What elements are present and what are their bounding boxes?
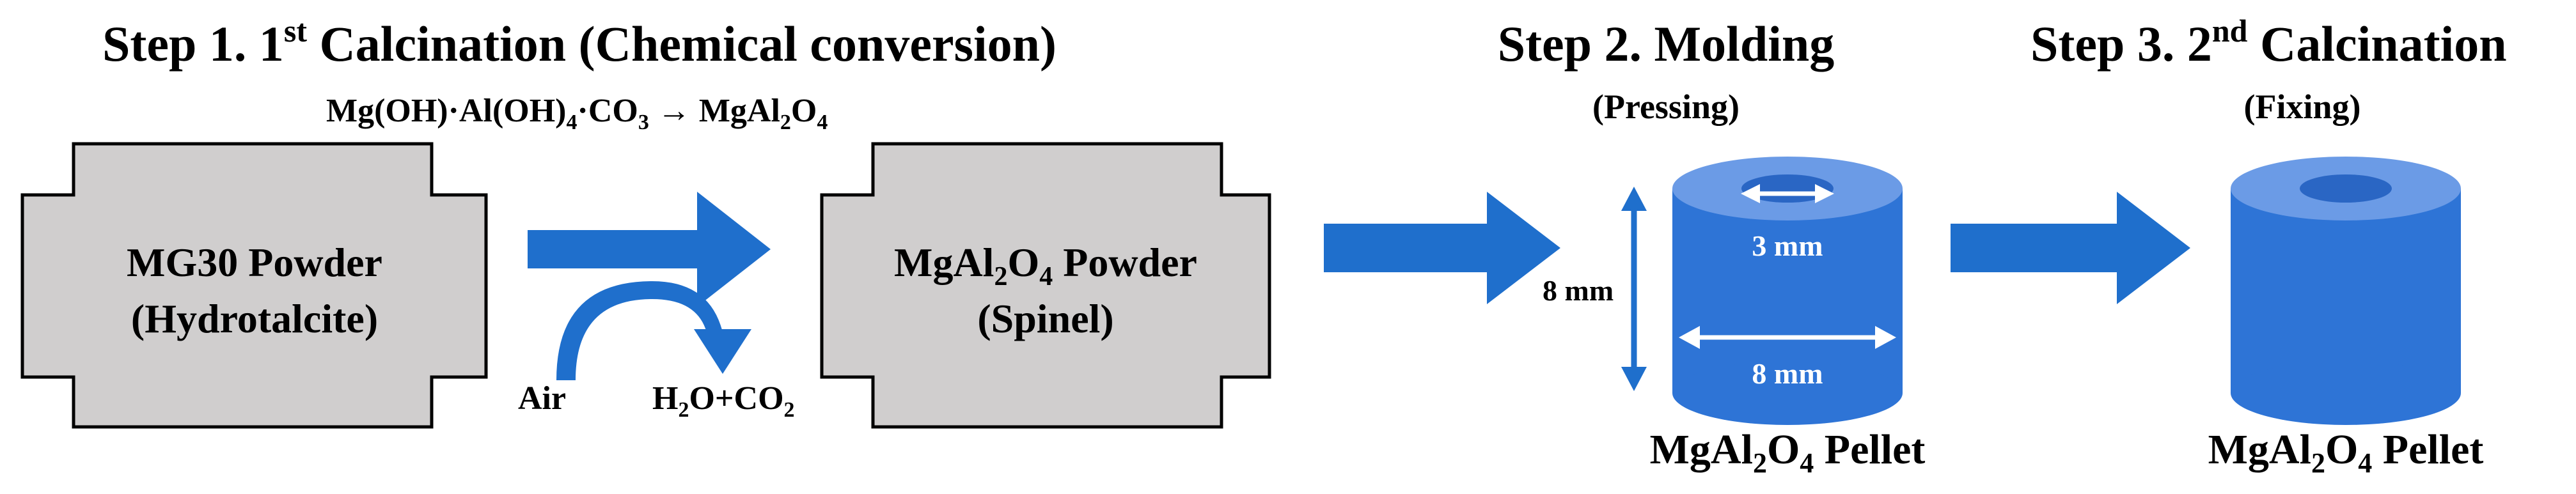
pellet-cylinder-1 <box>1672 157 1903 425</box>
gas-out-label: H2O+CO2 <box>652 380 795 422</box>
arrow-right-1 <box>528 192 771 307</box>
box2-line2: (Spinel) <box>977 296 1113 341</box>
outer-diameter-arrow <box>1679 326 1896 349</box>
hydrotalcite-powder-box <box>20 142 488 429</box>
reaction-equation: Mg(OH)·Al(OH)4·CO3 → MgAl2O4 <box>326 93 828 134</box>
pellet-2-hole <box>2300 174 2392 203</box>
pellet-1-label: MgAl2O4 Pellet <box>1650 426 1926 479</box>
step2-subtitle: (Pressing) <box>1592 88 1740 126</box>
arrow-right-3 <box>1951 192 2190 304</box>
step3-subtitle: (Fixing) <box>2244 88 2361 126</box>
step1-title: Step 1. 1st Calcination (Chemical conver… <box>102 13 1056 72</box>
arrow-right-2 <box>1324 192 1560 304</box>
pellet-2-label: MgAl2O4 Pellet <box>2208 426 2484 479</box>
step3-title: Step 3. 2nd Calcination <box>2030 13 2507 72</box>
inner-diameter-arrow <box>1741 184 1834 203</box>
box1-line1: MG30 Powder <box>127 240 382 285</box>
pellet-cylinder-2 <box>2231 157 2461 425</box>
step2-title: Step 2. Molding <box>1498 16 1835 72</box>
height-arrow <box>1621 187 1647 391</box>
box2-line1: MgAl2O4 Powder <box>894 240 1197 291</box>
height-label: 8 mm <box>1543 274 1614 307</box>
step3-title-sup: nd <box>2212 13 2248 49</box>
step1-title-sup: st <box>284 13 307 49</box>
spinel-powder-box <box>820 142 1271 429</box>
inner-diameter-label: 3 mm <box>1752 229 1823 262</box>
outer-diameter-label: 8 mm <box>1752 357 1823 390</box>
air-label: Air <box>518 380 566 417</box>
gas-curved-arrow-head <box>694 329 751 374</box>
box1-line2: (Hydrotalcite) <box>131 296 378 341</box>
gas-curved-arrow-body <box>556 281 723 380</box>
